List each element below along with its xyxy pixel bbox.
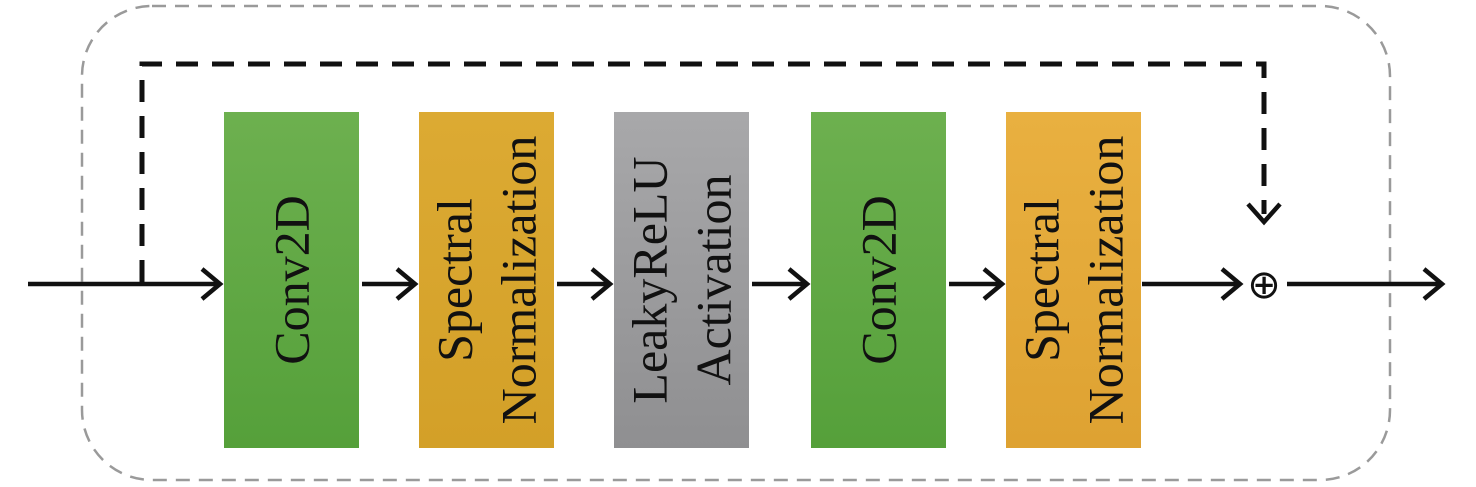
spectral-norm-2-label-line-1: Spectral: [1014, 198, 1070, 362]
spectral-norm-2-block: [1006, 112, 1141, 448]
flow-arrow-7-head: [1422, 267, 1446, 301]
skip-connection: [139, 61, 1267, 282]
flow-arrow-1-head: [200, 267, 224, 301]
flow-arrow-6-head: [1220, 267, 1244, 301]
flow-arrow-2-head: [395, 267, 419, 301]
flow-arrow-4-head: [787, 267, 811, 301]
leakyrelu-label-line-1: LeakyReLU: [622, 156, 678, 403]
spectral-norm-2-label-line-2: Normalization: [1078, 136, 1134, 425]
flow-arrow-5-head: [982, 267, 1006, 301]
flow-arrow-3-head: [590, 267, 614, 301]
conv2d-2-block: [811, 112, 946, 448]
residual-block-frame: [80, 4, 1392, 482]
spectral-norm-1-label-line-1: Spectral: [427, 198, 483, 362]
spectral-norm-1-label-line-2: Normalization: [491, 136, 547, 425]
conv2d-1-block: [224, 112, 359, 448]
spectral-norm-1-block: [419, 112, 554, 448]
leakyrelu-block: [614, 112, 749, 448]
skip-connection-arrowhead: [1246, 202, 1282, 226]
conv2d-2-label-line-1: Conv2D: [851, 195, 907, 364]
leakyrelu-label-line-2: Activation: [686, 174, 742, 385]
conv2d-1-label-line-1: Conv2D: [264, 195, 320, 364]
sum-symbol: ⊕: [1247, 262, 1281, 308]
